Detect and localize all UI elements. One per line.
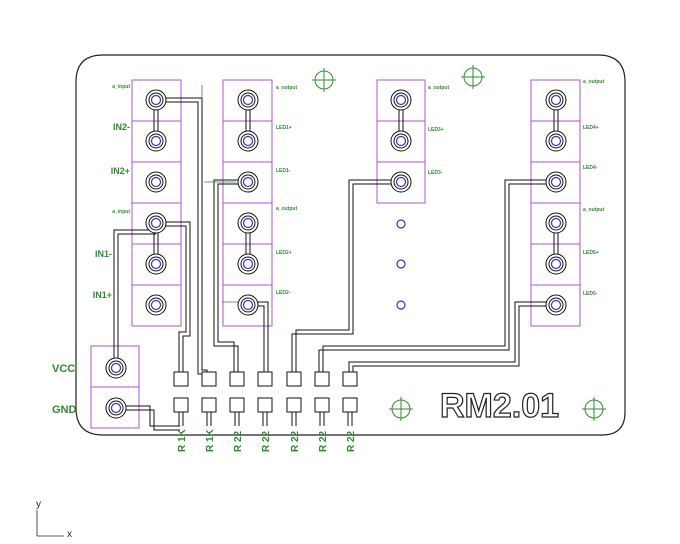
axis-x-label: x bbox=[67, 529, 72, 539]
vias bbox=[396, 219, 406, 310]
pad-icon bbox=[237, 171, 259, 193]
resistor-label: R 22 bbox=[233, 430, 244, 452]
pin-label: LED3- bbox=[428, 170, 443, 176]
board-outline bbox=[75, 54, 626, 436]
pin-label: LED2- bbox=[276, 290, 291, 296]
pad-icon bbox=[145, 89, 167, 111]
axis-indicator: y x bbox=[36, 499, 72, 540]
via-icon bbox=[396, 219, 406, 229]
silkscreen-lines bbox=[201, 85, 246, 303]
pin-label: a_output bbox=[583, 79, 604, 85]
pad-icon bbox=[545, 171, 567, 193]
pad-icon bbox=[145, 294, 167, 316]
pin-label: IN2+ bbox=[111, 166, 130, 176]
pad-icon bbox=[237, 89, 259, 111]
pad-icon bbox=[545, 294, 567, 316]
mounting-hole-icon bbox=[581, 396, 607, 422]
pad-icon bbox=[237, 253, 259, 275]
pad-icon bbox=[105, 397, 127, 419]
resistor-label: R 22 bbox=[261, 430, 272, 452]
pad-icon bbox=[145, 130, 167, 152]
resistor-label: R 22 bbox=[346, 430, 357, 452]
pad-icon bbox=[545, 130, 567, 152]
pin-label: a_input bbox=[112, 209, 130, 215]
via-icon bbox=[396, 300, 406, 310]
pad-icon bbox=[545, 212, 567, 234]
pin-label: a_output bbox=[583, 207, 604, 213]
resistor-label: R 22 bbox=[318, 430, 329, 452]
pin-label: LED5- bbox=[583, 291, 598, 297]
pad-icon bbox=[145, 212, 167, 234]
mounting-hole-icon bbox=[388, 396, 414, 422]
connector-b bbox=[222, 79, 273, 327]
pad-icon bbox=[105, 357, 127, 379]
pin-label: a_output bbox=[276, 85, 297, 91]
resistor-label: R 22 bbox=[290, 430, 301, 452]
pad-icon bbox=[145, 171, 167, 193]
gnd-label: GND bbox=[52, 404, 77, 416]
pin-label: a_output bbox=[428, 85, 449, 91]
pin-label: a_input bbox=[112, 84, 130, 90]
pad-icon bbox=[237, 294, 259, 316]
pin-label: IN2- bbox=[113, 122, 130, 132]
board-title: RM2.01 bbox=[440, 387, 559, 425]
pads-power bbox=[105, 357, 127, 419]
pad-icon bbox=[237, 130, 259, 152]
pad-icon bbox=[390, 89, 412, 111]
pad-icon bbox=[545, 253, 567, 275]
pad-icon bbox=[545, 89, 567, 111]
connector-d bbox=[530, 79, 581, 327]
vcc-label: VCC bbox=[52, 363, 75, 375]
resistor-pads bbox=[173, 371, 358, 413]
pin-label: LED4+ bbox=[583, 125, 599, 131]
pad-icon bbox=[390, 130, 412, 152]
pads-c bbox=[390, 89, 412, 193]
pin-label: LED4- bbox=[583, 165, 598, 171]
pad-icon bbox=[237, 212, 259, 234]
pin-label: LED3+ bbox=[428, 127, 444, 133]
pad-icon bbox=[145, 253, 167, 275]
pin-label: LED1+ bbox=[276, 125, 292, 131]
pin-label: LED2+ bbox=[276, 250, 292, 256]
pad-icon bbox=[390, 171, 412, 193]
mounting-hole-icon bbox=[460, 64, 486, 90]
pin-label: LED5+ bbox=[583, 250, 599, 256]
resistor-label: R 1K bbox=[177, 428, 188, 452]
pin-label: LED1- bbox=[276, 168, 291, 174]
resistor-label: R 1K bbox=[205, 428, 216, 452]
connector-a bbox=[131, 79, 182, 327]
pin-label: IN1+ bbox=[93, 290, 112, 300]
pin-label: IN1- bbox=[95, 249, 112, 259]
axis-y-label: y bbox=[36, 499, 41, 510]
pin-label: a_output bbox=[276, 206, 297, 212]
via-icon bbox=[396, 259, 406, 269]
mounting-hole-icon bbox=[311, 67, 337, 93]
connector-c bbox=[376, 79, 426, 204]
power-connector bbox=[90, 345, 140, 429]
